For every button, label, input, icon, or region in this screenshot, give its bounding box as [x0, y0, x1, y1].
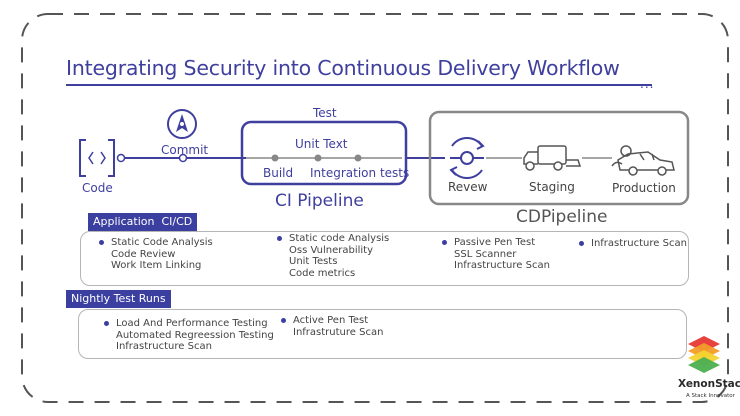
staging-label: Staging — [529, 180, 575, 194]
production-label: Production — [612, 181, 676, 195]
commit-node — [178, 153, 188, 163]
review-icon — [449, 137, 485, 179]
cd-pipeline-label: CDPipeline — [516, 207, 608, 227]
list-item: Code Review — [111, 248, 176, 260]
code-label: Code — [82, 181, 113, 195]
app-checks-col-3: Passive Pen Test SSL Scanner Infrastruct… — [442, 237, 550, 272]
bullet-dot — [277, 236, 282, 241]
list-item: Infrastructure Scan — [116, 341, 212, 352]
test-label: Test — [313, 106, 337, 120]
list-item: Oss Vulnerability — [289, 244, 373, 256]
list-item: Infrastructure Scan — [591, 238, 687, 249]
review-label: Revew — [448, 180, 488, 194]
list-item: Infrastructure Scan — [454, 260, 550, 271]
integration-tests-label: Integration tests — [310, 166, 410, 180]
bullet-dot — [442, 240, 447, 245]
staging-truck-icon — [523, 145, 582, 171]
badge-main-label: Nightly Test Runs — [71, 292, 166, 305]
bullet-dot — [579, 241, 584, 246]
list-item: Active Pen Test — [293, 315, 369, 326]
logo-name: XenonStack — [678, 378, 740, 390]
badge-main-label: Application — [93, 215, 155, 228]
app-checks-col-4: Infrastructure Scan — [579, 238, 687, 250]
ci-pipeline-box — [240, 120, 408, 186]
code-icon — [79, 139, 115, 177]
logo-tagline: A Stack Innovator — [686, 393, 735, 399]
bullet-dot — [281, 318, 286, 323]
list-item: Unit Tests — [289, 256, 338, 267]
nightly-checks-panel — [78, 309, 687, 359]
integration-node — [354, 154, 362, 162]
xenonstack-logo-icon — [688, 336, 720, 373]
app-checks-col-1: Static Code Analysis Code Review Work It… — [99, 237, 213, 272]
nightly-test-runs-badge: Nightly Test Runs — [66, 290, 171, 308]
list-item: Static code Analysis — [289, 233, 390, 244]
list-item: Infrastruture Scan — [293, 326, 384, 338]
list-item: SSL Scanner — [454, 248, 517, 260]
build-node — [271, 154, 279, 162]
badge-sub-label: CI/CD — [161, 215, 193, 228]
commit-icon — [167, 109, 197, 139]
list-item: Code metrics — [289, 267, 356, 279]
application-checks-panel — [80, 231, 689, 286]
list-item: Work Item Linking — [111, 260, 202, 271]
title-underline — [66, 84, 652, 86]
build-label: Build — [263, 166, 294, 180]
list-item: Load And Performance Testing — [116, 318, 268, 329]
ci-pipeline-label: CI Pipeline — [275, 191, 364, 211]
nightly-checks-col-1: Load And Performance Testing Automated R… — [104, 318, 274, 353]
bullet-dot — [104, 321, 109, 326]
production-car-icon — [611, 145, 675, 176]
unit-test-node — [314, 154, 322, 162]
list-item: Passive Pen Test — [454, 237, 536, 248]
page-title: Integrating Security into Continuous Del… — [66, 56, 620, 80]
code-node — [116, 153, 126, 163]
nightly-checks-col-2: Active Pen Test Infrastruture Scan — [281, 315, 384, 338]
list-item: Static Code Analysis — [111, 237, 213, 248]
app-checks-col-2: Static code Analysis Oss Vulnerability U… — [277, 233, 390, 279]
unit-text-label: Unit Text — [295, 137, 348, 151]
bullet-dot — [99, 240, 104, 245]
title-ellipsis: ... — [640, 77, 655, 91]
list-item: Automated Regreession Testing — [116, 329, 274, 341]
commit-label: Commit — [161, 143, 209, 157]
cd-pipeline-box — [428, 110, 690, 206]
application-ci-cd-badge: Application CI/CD — [88, 213, 198, 231]
